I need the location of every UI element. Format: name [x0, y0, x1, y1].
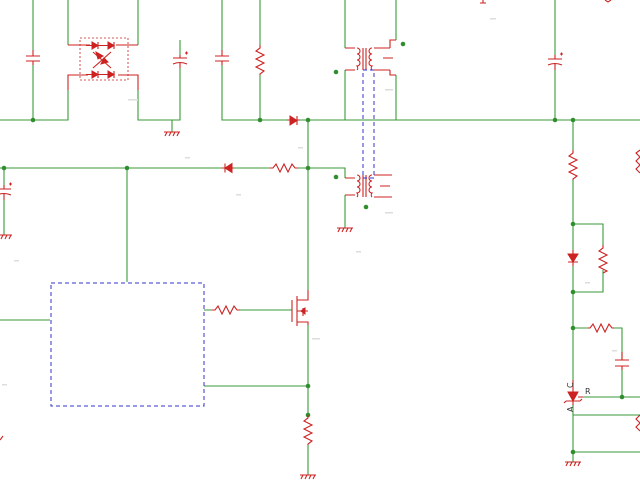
- transformer-t1[interactable]: [345, 39, 396, 76]
- shunt-regulator-u2[interactable]: [563, 380, 583, 405]
- faint-designator-marks: [2, 18, 617, 386]
- resistor-r2[interactable]: [270, 162, 298, 174]
- electrolytic-capacitor-c3[interactable]: [172, 51, 188, 69]
- resistor-r6[interactable]: [597, 245, 609, 274]
- electrolytic-capacitor-c5[interactable]: [0, 182, 12, 201]
- resistor-r1[interactable]: [254, 45, 266, 75]
- bridge-rectifier[interactable]: [67, 37, 139, 90]
- capacitor-c2[interactable]: [215, 50, 229, 65]
- controller-ic-box[interactable]: [50, 282, 205, 407]
- ground-symbols: [0, 131, 581, 480]
- diode-d3[interactable]: [567, 250, 579, 266]
- electrolytic-capacitor-c4[interactable]: [547, 52, 563, 71]
- diode-d1[interactable]: [287, 115, 300, 126]
- mosfet-q1[interactable]: [291, 290, 309, 326]
- pin-label-cathode: C: [566, 382, 575, 388]
- resistor-r4[interactable]: [302, 415, 314, 445]
- transformer-t2[interactable]: [345, 174, 392, 198]
- resistor-r3[interactable]: [212, 304, 240, 316]
- capacitor-c1[interactable]: [26, 50, 40, 65]
- resistor-r7[interactable]: [588, 322, 614, 334]
- resistor-r9-partial[interactable]: [635, 414, 640, 432]
- diode-d2[interactable]: [222, 162, 234, 174]
- capacitor-c6[interactable]: [615, 352, 629, 370]
- resistor-r8-partial[interactable]: [635, 149, 640, 174]
- transformer-coupling-box: [362, 69, 375, 179]
- edge-fragments: [0, 0, 612, 441]
- pin-label-anode: A: [566, 406, 575, 412]
- resistor-r5[interactable]: [567, 150, 579, 180]
- junction-dots: [1, 41, 625, 455]
- pin-label-reference: R: [585, 387, 591, 396]
